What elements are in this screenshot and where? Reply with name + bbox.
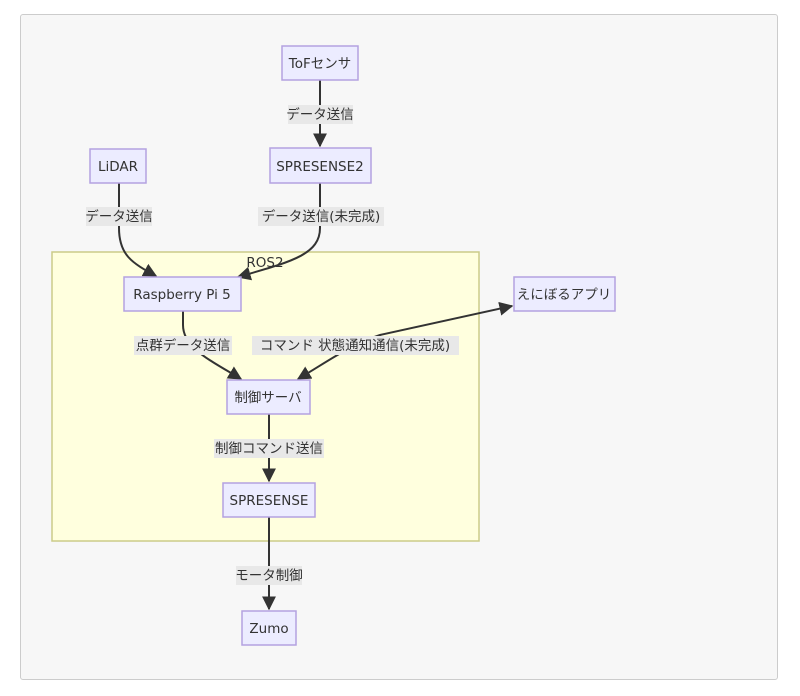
node-tof-sensor[interactable]: ToFセンサ — [281, 45, 359, 81]
edge-label-server-spresense: 制御コマンド送信 — [214, 439, 324, 458]
svg-text:SPRESENSE2: SPRESENSE2 — [276, 159, 364, 175]
node-zumo[interactable]: Zumo — [241, 610, 297, 646]
svg-text:制御サーバ: 制御サーバ — [234, 390, 301, 406]
svg-text:制御コマンド送信: 制御コマンド送信 — [215, 441, 323, 457]
svg-text:コマンド 状態通知通信(未完成): コマンド 状態通知通信(未完成) — [260, 337, 450, 354]
svg-text:データ送信(未完成): データ送信(未完成) — [262, 208, 381, 225]
svg-text:ToFセンサ: ToFセンサ — [288, 56, 351, 72]
edge-label-tof-spresense2: データ送信 — [286, 105, 354, 124]
svg-text:LiDAR: LiDAR — [98, 159, 138, 175]
node-raspberry-pi[interactable]: Raspberry Pi 5 — [123, 276, 242, 312]
node-lidar[interactable]: LiDAR — [89, 148, 147, 184]
svg-text:Raspberry Pi 5: Raspberry Pi 5 — [133, 287, 230, 303]
svg-text:Zumo: Zumo — [249, 621, 288, 637]
svg-text:えにぼるアプリ: えにぼるアプリ — [517, 287, 612, 303]
svg-text:SPRESENSE: SPRESENSE — [230, 493, 309, 509]
node-spresense[interactable]: SPRESENSE — [222, 482, 316, 518]
edge-spresense2-raspi — [236, 183, 321, 281]
edge-label-spresense2-raspi: データ送信(未完成) — [258, 207, 384, 226]
edge-label-spresense-zumo: モータ制御 — [235, 566, 303, 585]
edge-label-lidar-raspi: データ送信 — [85, 207, 153, 226]
node-app[interactable]: えにぼるアプリ — [513, 276, 616, 312]
edge-label-raspi-server: 点群データ送信 — [134, 336, 232, 355]
svg-text:点群データ送信: 点群データ送信 — [136, 337, 231, 354]
edge-label-app-server: コマンド 状態通知通信(未完成) — [252, 336, 459, 355]
svg-text:データ送信: データ送信 — [85, 208, 153, 225]
svg-text:モータ制御: モータ制御 — [235, 568, 303, 584]
node-control-server[interactable]: 制御サーバ — [226, 379, 311, 415]
edge-lidar-raspi — [118, 183, 158, 277]
node-spresense2[interactable]: SPRESENSE2 — [269, 147, 372, 184]
svg-text:データ送信: データ送信 — [286, 106, 354, 123]
